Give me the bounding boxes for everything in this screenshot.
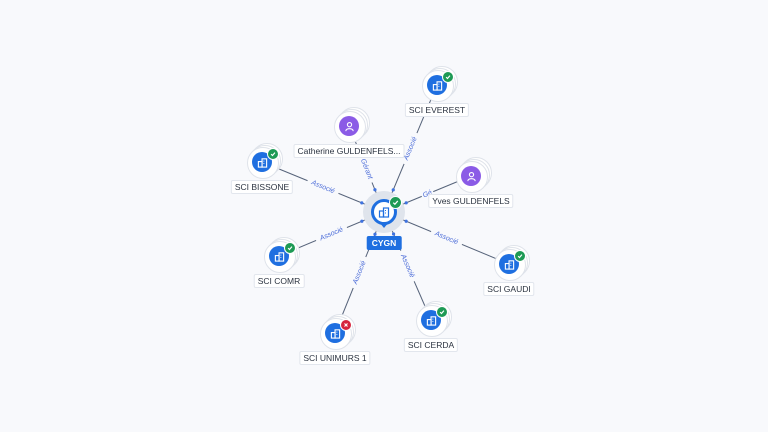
node-label: Catherine GULDENFELS... (293, 144, 405, 158)
check-icon (436, 306, 448, 318)
edge-label-bg-gaudi (429, 226, 464, 250)
person-icon (339, 116, 359, 136)
node-label: SCI EVEREST (404, 103, 470, 117)
edge-arrow-catherine (373, 188, 377, 192)
building-icon (378, 207, 390, 218)
node-label: SCI UNIMURS 1 (299, 351, 371, 365)
edge-arrow-unimurs (373, 232, 377, 236)
edge-label-bg-catherine (356, 153, 377, 185)
cross-icon (340, 319, 352, 331)
edge-arrow-comr (360, 219, 364, 223)
node-label: SCI COMR (253, 274, 305, 288)
node-label: SCI GAUDI (483, 282, 535, 296)
edge-label-bg-comr (314, 222, 349, 246)
center-pin-tip (379, 222, 389, 228)
check-icon (514, 250, 526, 262)
node-label: SCI CERDA (403, 338, 459, 352)
center-label: CYGN (366, 236, 402, 250)
edge-label-bg-everest (399, 131, 422, 166)
check-icon (284, 242, 296, 254)
edge-label-bg-unimurs (348, 255, 371, 290)
check-icon (442, 71, 454, 83)
edge-arrow-bissone (360, 201, 364, 205)
check-icon (389, 196, 402, 209)
edge-label-bg-cerda (396, 248, 419, 284)
node-label: SCI BISSONE (230, 180, 294, 194)
edge-arrow-yves (404, 201, 408, 205)
edge-arrow-cerda (391, 232, 396, 236)
node-label: Yves GULDENFELS (428, 194, 514, 208)
edge-arrow-everest (391, 188, 395, 192)
edge-arrow-gaudi (404, 219, 408, 223)
edge-label-yves: Gé (422, 189, 433, 199)
check-icon (267, 148, 279, 160)
edge-label-bg-bissone (305, 176, 341, 198)
person-icon (461, 166, 481, 186)
